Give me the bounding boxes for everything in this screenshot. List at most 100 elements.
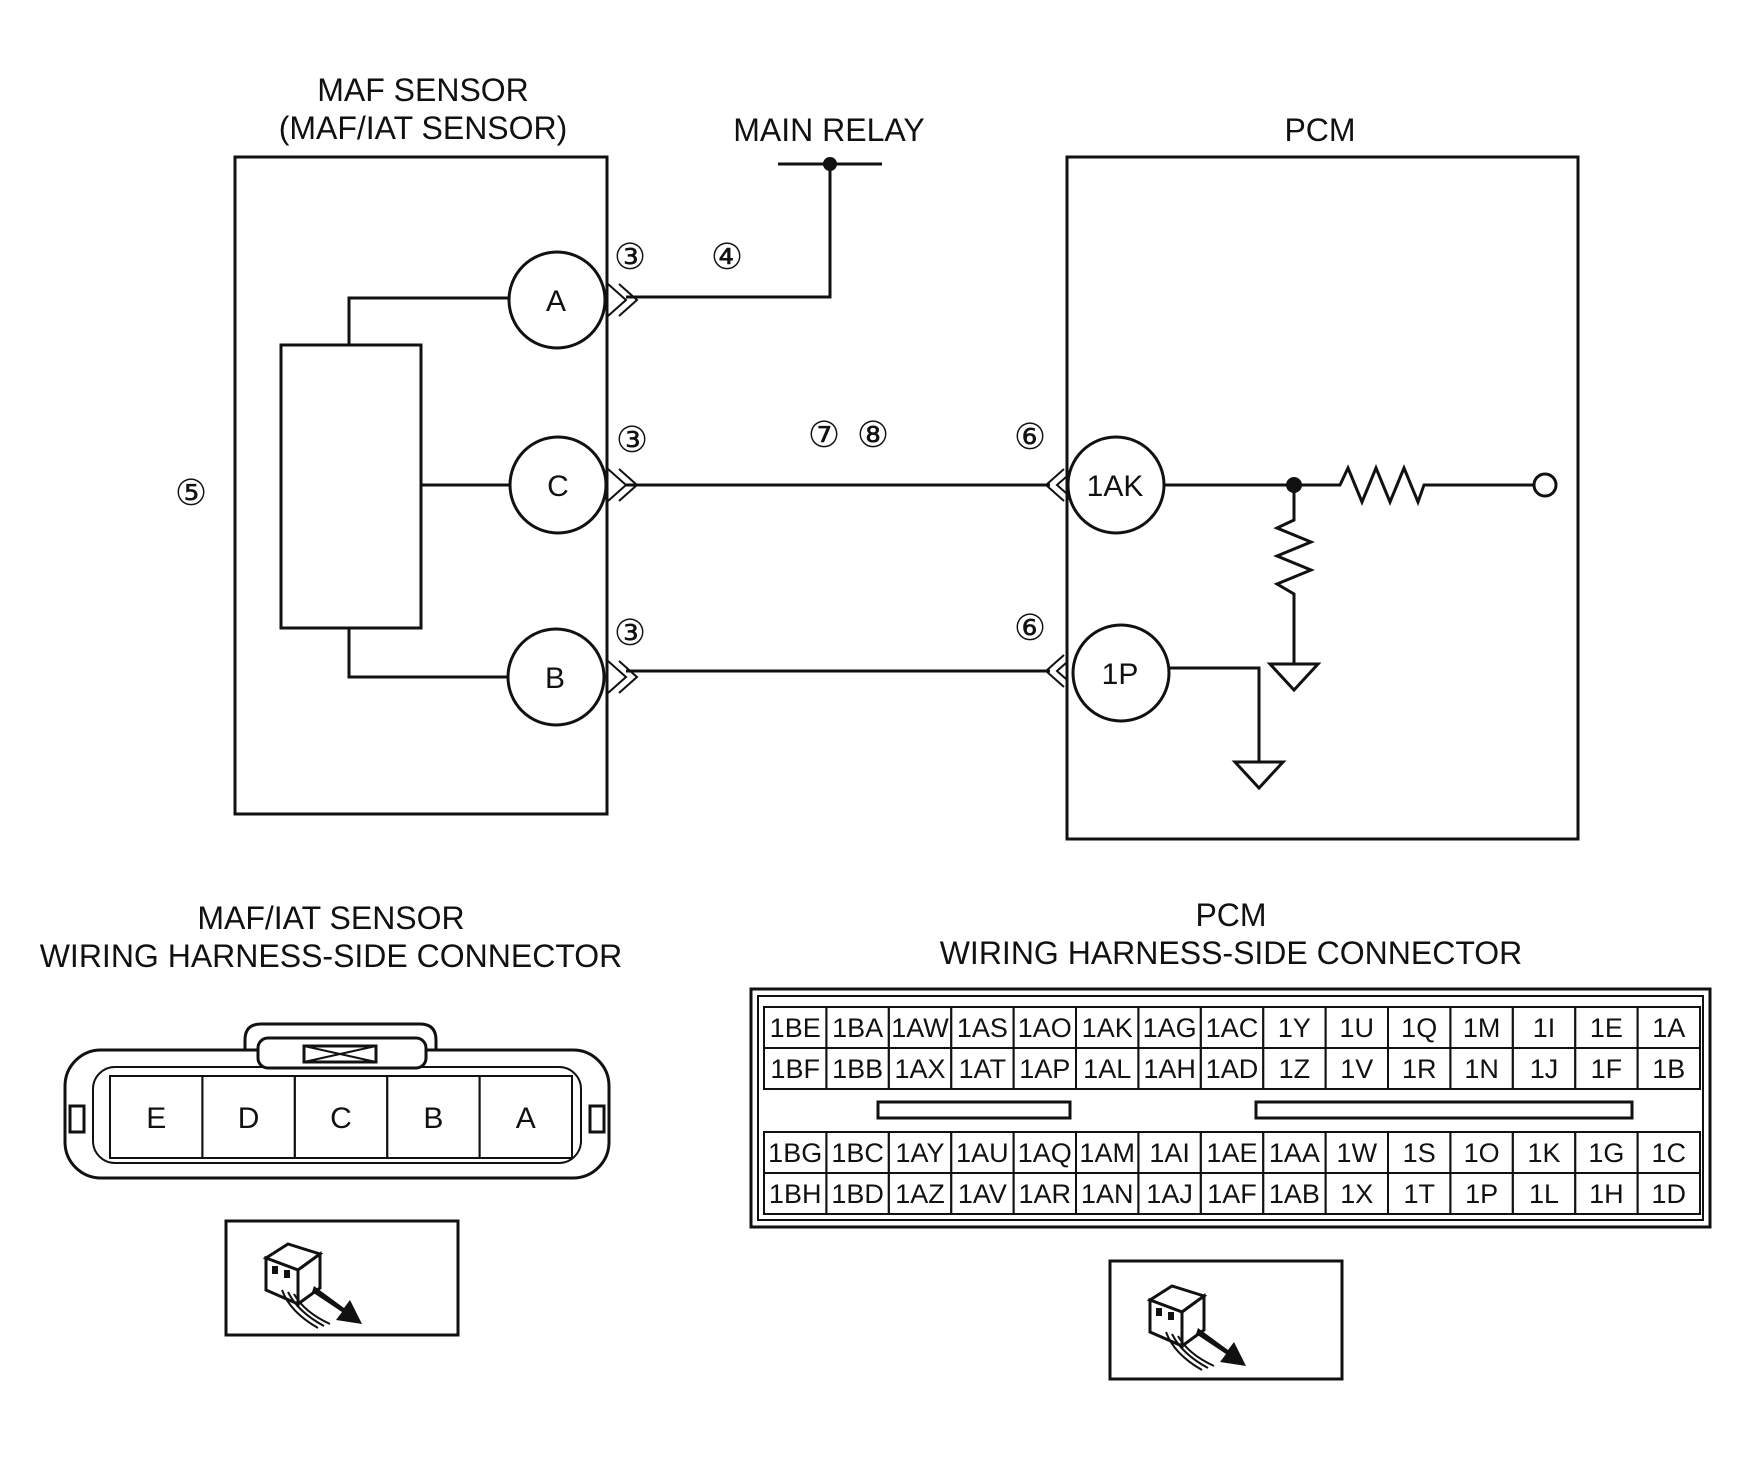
ground-symbol-resistor: [1266, 662, 1322, 693]
reference-voltage-terminal: [1532, 472, 1558, 498]
connector-mark-1ak: [1044, 468, 1065, 502]
pcm-connector-cell-label: 1AP: [1019, 1054, 1070, 1084]
pcm-connector-cell-label: 1BA: [832, 1013, 883, 1043]
harness-connector-icon: [1146, 1284, 1246, 1371]
connector-mark-a: [607, 283, 628, 317]
connector-mark-b: [607, 660, 628, 694]
pcm-connector-cell-label: 1AZ: [895, 1179, 945, 1209]
pcm-connector-cell-label: 1C: [1652, 1138, 1687, 1168]
pcm-connector-cell-label: 1A: [1652, 1013, 1685, 1043]
pcm-connector-cell-label: 1R: [1402, 1054, 1437, 1084]
callout-3-c: ③: [616, 419, 648, 460]
callout-8: ⑧: [857, 414, 889, 455]
callout-5: ⑤: [175, 472, 207, 513]
pcm-connector-cell-label: 1X: [1340, 1179, 1373, 1209]
callout-6-1ak: ⑥: [1014, 416, 1046, 457]
pcm-connector-cell-label: 1P: [1465, 1179, 1498, 1209]
maf-sensor-element: [279, 343, 423, 630]
pcm-connector-cell-label: 1BH: [769, 1179, 822, 1209]
pcm-connector-cell-label: 1W: [1337, 1138, 1378, 1168]
maf-wire-b-internal: [347, 628, 509, 679]
connector-mark-1p: [1044, 654, 1065, 688]
pcm-connector-cell-label: 1B: [1652, 1054, 1685, 1084]
pcm-connector-cell-label: 1AM: [1079, 1138, 1135, 1168]
maf-wire-a-internal: [347, 296, 509, 345]
pcm-title: PCM: [1284, 112, 1355, 148]
pcm-connector-title: PCM: [1195, 897, 1266, 933]
pcm-connector-cell-label: 1Y: [1278, 1013, 1311, 1043]
pcm-connector-cell: [1636, 1047, 1701, 1090]
callout-6-1p: ⑥: [1014, 607, 1046, 648]
pcm-connector-cell-label: 1AQ: [1018, 1138, 1072, 1168]
pcm-connector-cell-label: 1AI: [1149, 1138, 1190, 1168]
pcm-connector-cell-label: 1AY: [895, 1138, 944, 1168]
maf-pin-a-label: A: [546, 285, 566, 318]
maf-connector-cell-label: D: [238, 1102, 260, 1135]
callout-3-b: ③: [614, 612, 646, 653]
pcm-connector-cell-label: 1BD: [831, 1179, 884, 1209]
pcm-connector-cell-label: 1BF: [770, 1054, 820, 1084]
pcm-connector-cell-label: 1AA: [1269, 1138, 1320, 1168]
callout-4: ④: [711, 236, 743, 277]
pcm-connector-cell-label: 1G: [1588, 1138, 1624, 1168]
callout-7: ⑦: [808, 414, 840, 455]
pcm-connector-cell-label: 1BG: [768, 1138, 822, 1168]
wire-a-to-main-relay: [626, 164, 832, 299]
pcm-connector-cell-label: 1AH: [1143, 1054, 1196, 1084]
pcm-connector-key-left: [876, 1100, 1072, 1120]
pcm-internal-wire-1p: [1169, 666, 1261, 762]
pcm-connector-cell-label: 1F: [1591, 1054, 1623, 1084]
maf-connector-lock-x2: [303, 1045, 377, 1063]
pcm-connector-subtitle: WIRING HARNESS-SIDE CONNECTOR: [940, 935, 1523, 971]
maf-pin-b-label: B: [545, 662, 565, 695]
pcm-connector-key-right: [1254, 1100, 1634, 1120]
pcm-connector-cell-label: 1AB: [1269, 1179, 1320, 1209]
pcm-connector-cell-label: 1I: [1533, 1013, 1556, 1043]
pcm-connector-cell-label: 1AD: [1206, 1054, 1259, 1084]
pcm-connector-inner: [757, 995, 1704, 1221]
pcm-connector-cell-label: 1K: [1527, 1138, 1560, 1168]
maf-pin-c: [508, 435, 608, 535]
pcm-connector-cell-label: 1V: [1340, 1054, 1373, 1084]
pcm-connector-cell-label: 1AR: [1019, 1179, 1072, 1209]
pull-down-resistor: [1273, 485, 1315, 664]
maf-connector-cell-label: E: [146, 1102, 166, 1135]
connector-mark-b-2: [618, 660, 639, 694]
main-relay-title: MAIN RELAY: [733, 112, 924, 148]
pcm-connector-cell-label: 1AJ: [1146, 1179, 1193, 1209]
pcm-pin-1p-label: 1P: [1102, 658, 1139, 691]
maf-pin-c-label: C: [547, 470, 569, 503]
pcm-connector-cell-label: 1AT: [959, 1054, 1007, 1084]
pcm-connector-cell-label: 1AN: [1081, 1179, 1134, 1209]
maf-connector-tab-right: [588, 1104, 606, 1134]
maf-connector-tab-left: [68, 1104, 86, 1134]
pcm-connector-cell-label: 1Q: [1401, 1013, 1437, 1043]
pcm-connector-cell-label: 1AE: [1206, 1138, 1257, 1168]
ground-symbol-1p: [1231, 760, 1287, 791]
connector-mark-a-2: [618, 283, 639, 317]
maf-pin-b: [506, 627, 606, 727]
maf-connector-subtitle: WIRING HARNESS-SIDE CONNECTOR: [40, 938, 623, 974]
pcm-connector-cell-label: 1BB: [832, 1054, 883, 1084]
pcm-connector-cell-label: 1E: [1590, 1013, 1623, 1043]
pcm-connector-cell-label: 1AL: [1083, 1054, 1131, 1084]
callout-3-a: ③: [614, 236, 646, 277]
pcm-connector-cell-label: 1J: [1530, 1054, 1559, 1084]
pcm-connector-cell-label: 1AG: [1143, 1013, 1197, 1043]
pcm-connector-cell-label: 1T: [1403, 1179, 1435, 1209]
pcm-connector-cell-label: 1H: [1589, 1179, 1624, 1209]
pull-up-resistor: [1294, 464, 1534, 507]
pcm-connector-cell-label: 1L: [1529, 1179, 1559, 1209]
pcm-connector-cell-label: 1AU: [956, 1138, 1009, 1168]
maf-sensor-title: MAF SENSOR: [317, 72, 529, 108]
pcm-pin-1p: [1071, 623, 1171, 723]
pcm-connector-cell-label: 1BE: [770, 1013, 821, 1043]
maf-connector-shell: [243, 1022, 438, 1066]
maf-connector-cell-label: A: [516, 1102, 536, 1135]
pcm-connector-cell: [1636, 1172, 1701, 1215]
harness-connector-icon: [262, 1242, 362, 1329]
pcm-connector-cell-label: 1AO: [1018, 1013, 1072, 1043]
